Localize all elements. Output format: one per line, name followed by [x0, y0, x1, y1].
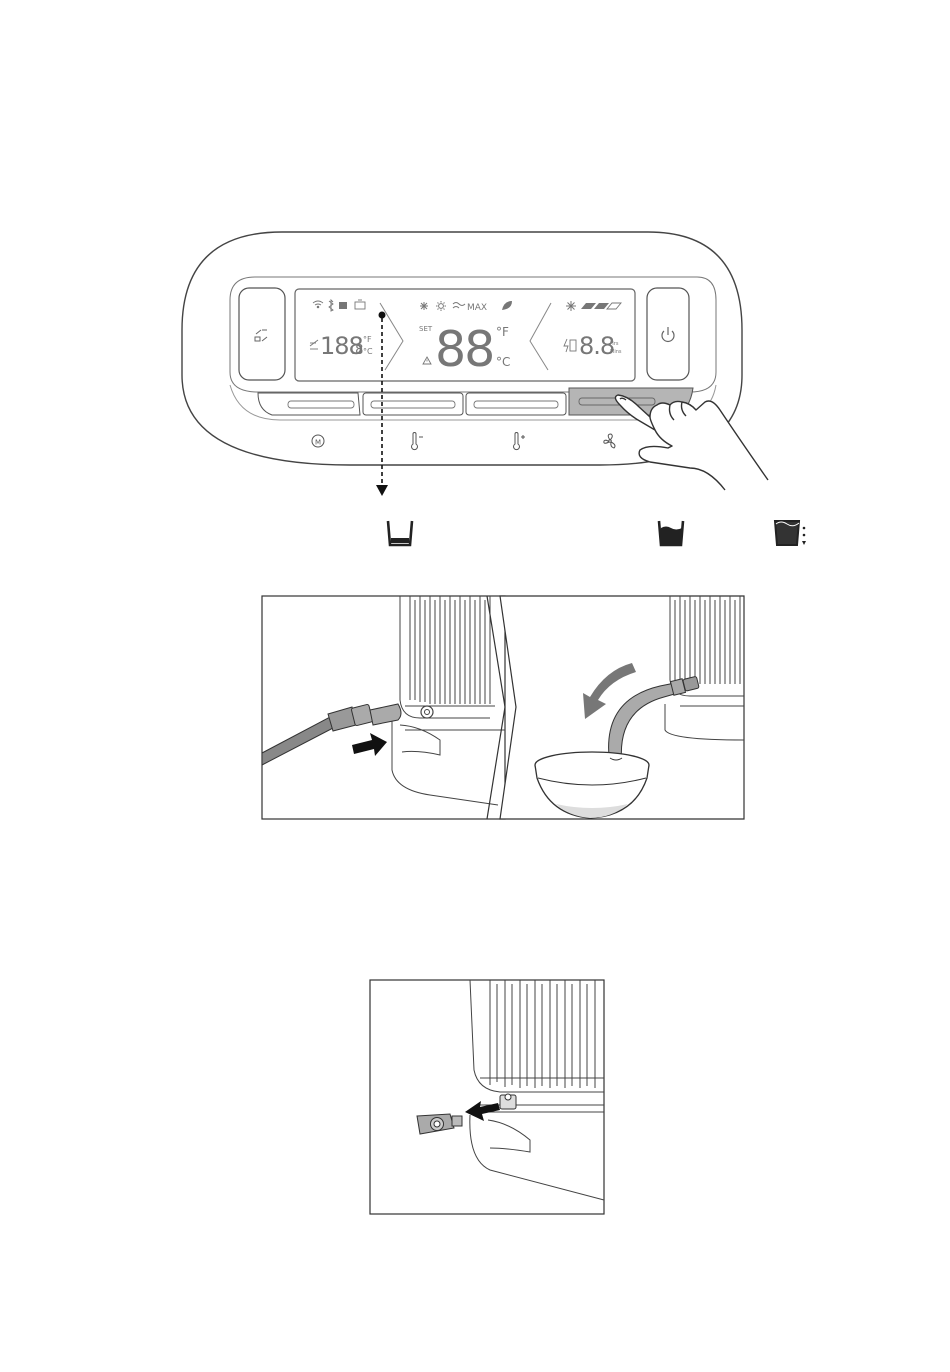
main-temperature-display: 88 [435, 321, 493, 378]
set-label: SET [419, 325, 433, 333]
left-unit-c: °C [363, 347, 373, 356]
cool-icon [420, 302, 428, 310]
control-panel: 188 .8 °F °C MAX SET 88 °F °C [182, 232, 768, 496]
tank-full-small-icon [339, 302, 347, 309]
right-display-value: 8.8 [579, 332, 614, 360]
full-tank-icon [659, 521, 683, 545]
main-unit-c: °C [496, 355, 510, 369]
left-display-decimal: .8 [351, 343, 363, 358]
overflow-tank-icon [775, 521, 806, 545]
svg-text:M: M [315, 439, 321, 447]
left-unit-f: °F [363, 335, 372, 344]
step-remove-drain-cap [370, 980, 604, 1214]
step-attach-hose [262, 596, 505, 819]
right-unit-mins: Mins [610, 349, 622, 355]
right-unit-hrs: Hrs [610, 341, 619, 347]
max-mode-label: MAX [467, 303, 487, 313]
empty-tank-icon [388, 521, 412, 545]
step-drain-into-bowl [487, 596, 744, 819]
fan-speed-icon [566, 301, 576, 311]
main-unit-f: °F [496, 325, 509, 339]
